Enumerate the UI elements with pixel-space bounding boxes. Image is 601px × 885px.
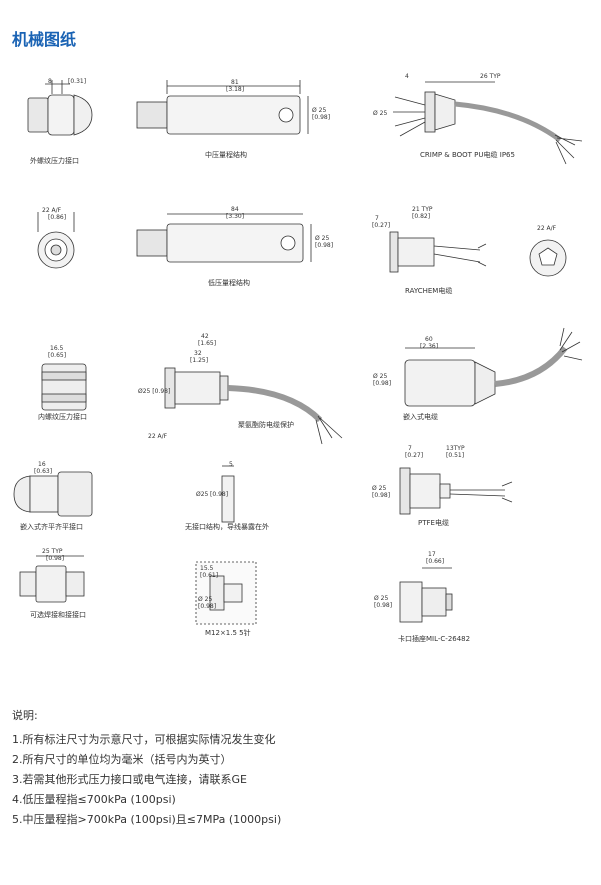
dim-text: Ø 25 bbox=[372, 485, 386, 492]
drawing-crimp-boot-cable bbox=[393, 81, 583, 165]
dim-text: 32 bbox=[194, 350, 202, 357]
drawing-connector-front-view bbox=[529, 239, 567, 277]
dim-text: 60 bbox=[425, 336, 433, 343]
caption: 嵌入式电缆 bbox=[403, 413, 438, 421]
drawing-bayonet-connector bbox=[399, 567, 453, 623]
dim-text: 7 bbox=[375, 215, 379, 222]
dim-text: 4 bbox=[405, 73, 409, 80]
dim-text: [0.98] bbox=[312, 114, 330, 121]
drawing-pu-cable-protection bbox=[164, 367, 343, 445]
notes-heading: 说明: bbox=[12, 709, 38, 722]
caption: 无接口结构，导线暴露在外 bbox=[185, 523, 269, 531]
dim-text: [2.36] bbox=[420, 343, 438, 350]
dim-text: 25 TYP bbox=[42, 548, 63, 555]
dim-text: [3.30] bbox=[226, 213, 244, 220]
dim-text: Ø 25 bbox=[312, 107, 326, 114]
dim-text: 22 A/F bbox=[537, 225, 557, 232]
dim-text: 22 A/F bbox=[148, 433, 168, 440]
dim-text: 21 TYP bbox=[412, 206, 433, 213]
dim-text: 22 A/F bbox=[42, 207, 62, 214]
dim-text: [0.66] bbox=[426, 558, 444, 565]
dim-text: 5 bbox=[229, 461, 233, 468]
dim-text: [0.98] bbox=[373, 380, 391, 387]
caption: 低压量程结构 bbox=[208, 279, 250, 287]
caption: 外螺纹压力接口 bbox=[30, 157, 79, 165]
drawing-flush-port bbox=[13, 471, 93, 517]
note-item: 1.所有标注尺寸为示意尺寸，可根据实际情况发生变化 bbox=[12, 733, 276, 746]
dim-text: [0.82] bbox=[412, 213, 430, 220]
drawing-low-pressure-body bbox=[136, 213, 312, 263]
dim-text: [0.98] bbox=[315, 242, 333, 249]
dim-text: Ø 25 bbox=[315, 235, 329, 242]
mechanical-drawings: 8 [0.31] 81 [3.18] Ø 25 [0.98] 4 26 TYP … bbox=[13, 73, 583, 625]
dim-text: 8 bbox=[48, 78, 52, 85]
dim-text: [0.63] bbox=[34, 468, 52, 475]
dim-text: [0.27] bbox=[405, 452, 423, 459]
drawing-medium-pressure-body bbox=[136, 80, 309, 135]
dim-text: Ø 25 bbox=[373, 373, 387, 380]
note-item: 2.所有尺寸的单位均为毫米（括号内为英寸） bbox=[12, 753, 232, 766]
caption: 可选焊接和接接口 bbox=[30, 611, 86, 619]
dim-text: [0.98] bbox=[372, 492, 390, 499]
notes-section: 说明: 1.所有标注尺寸为示意尺寸，可根据实际情况发生变化 2.所有尺寸的单位均… bbox=[12, 706, 281, 830]
drawing-no-connector bbox=[221, 465, 235, 523]
dim-text: 16.5 bbox=[50, 345, 64, 352]
note-item: 5.中压量程指>700kPa (100psi)且≤7MPa (1000psi) bbox=[12, 813, 282, 826]
caption: 卡口插座MIL-C-26482 bbox=[398, 635, 471, 643]
caption: 内螺纹压力接口 bbox=[38, 413, 87, 421]
dim-text: Ø 25 bbox=[373, 110, 387, 117]
dim-text: 42 bbox=[201, 333, 209, 340]
caption: CRIMP & BOOT PU电缆 IP65 bbox=[420, 151, 515, 159]
drawing-hex-front-view bbox=[37, 212, 75, 269]
drawing-raychem-cable bbox=[389, 231, 487, 273]
dim-text: [0.98] bbox=[198, 603, 216, 610]
dim-text: 81 bbox=[231, 79, 239, 86]
dim-text: [0.98] bbox=[46, 555, 64, 562]
dim-text: [0.98] bbox=[374, 602, 392, 609]
dim-text: [0.31] bbox=[68, 78, 86, 85]
dim-text: [3.18] bbox=[226, 86, 244, 93]
caption: 中压量程结构 bbox=[205, 151, 247, 159]
page-title: 机械图纸 bbox=[12, 30, 77, 49]
dim-text: 13TYP bbox=[446, 445, 465, 452]
drawing-weldable-port bbox=[19, 555, 85, 603]
dim-text: 16 bbox=[38, 461, 46, 468]
drawing-internal-thread-port bbox=[41, 363, 87, 411]
dim-text: Ø25 bbox=[196, 491, 209, 498]
dim-text: 26 TYP bbox=[480, 73, 501, 80]
drawing-external-thread-port bbox=[27, 80, 93, 136]
note-item: 4.低压量程指≤700kPa (100psi) bbox=[12, 793, 176, 806]
dim-text: [0.61] bbox=[200, 572, 218, 579]
dim-text: [0.65] bbox=[48, 352, 66, 359]
dim-text: [1.25] bbox=[190, 357, 208, 364]
dim-text: [0.51] bbox=[446, 452, 464, 459]
dim-text: 17 bbox=[428, 551, 436, 558]
dim-text: 7 bbox=[408, 445, 412, 452]
note-item: 3.若需其他形式压力接口或电气连接，请联系GE bbox=[12, 773, 247, 786]
dim-text: Ø25 [0.98] bbox=[138, 388, 170, 395]
drawing-m12-connector bbox=[195, 561, 257, 625]
dim-text: 15.5 bbox=[200, 565, 214, 572]
drawing-ptfe-cable bbox=[399, 467, 513, 515]
dim-text: Ø 25 bbox=[198, 596, 212, 603]
dim-text: 84 bbox=[231, 206, 239, 213]
caption: PTFE电缆 bbox=[418, 519, 449, 527]
drawing-embedded-cable bbox=[404, 327, 583, 407]
dim-text: Ø 25 bbox=[374, 595, 388, 602]
dim-text: [0.86] bbox=[48, 214, 66, 221]
caption: 聚氨酯防电缆保护 bbox=[238, 421, 294, 429]
dim-text: [1.65] bbox=[198, 340, 216, 347]
caption: M12×1.5 5针 bbox=[205, 629, 251, 637]
caption: RAYCHEM电缆 bbox=[405, 287, 453, 295]
dim-text: [0.98] bbox=[210, 491, 228, 498]
caption: 嵌入式齐平齐平接口 bbox=[20, 523, 83, 531]
dim-text: [0.27] bbox=[372, 222, 390, 229]
